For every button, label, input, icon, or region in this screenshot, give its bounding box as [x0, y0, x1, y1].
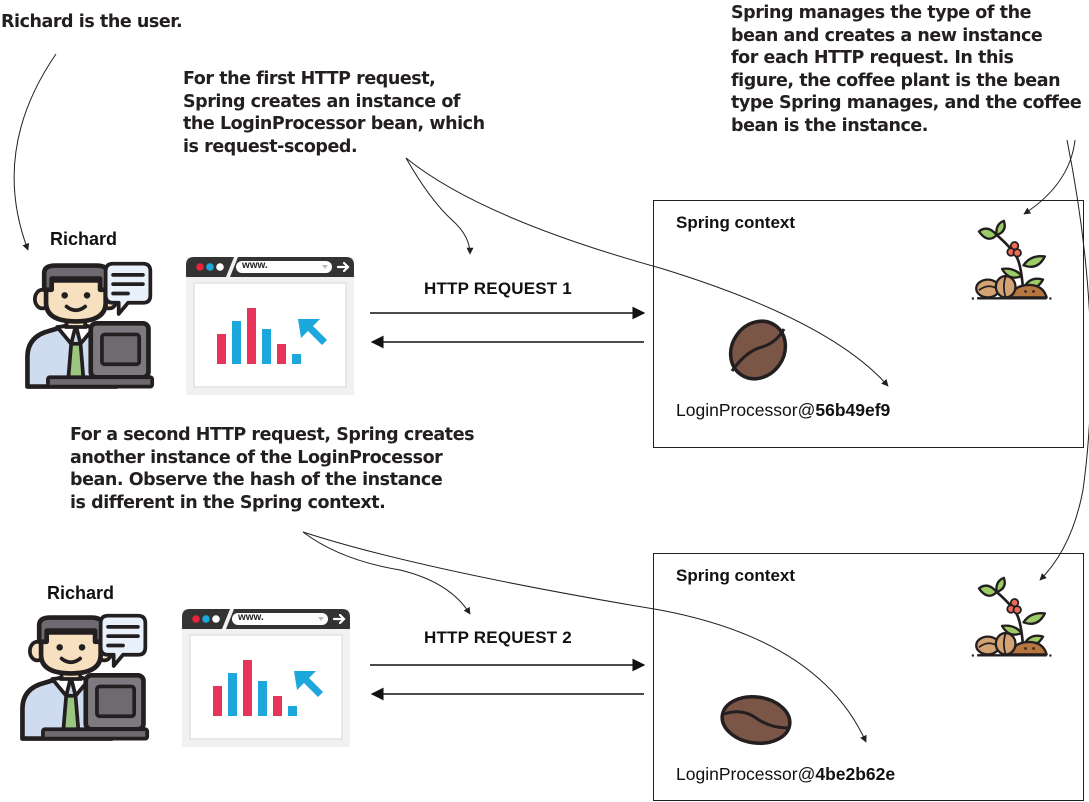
browser-url-text: www. [238, 612, 264, 623]
annotation-request1-note: For the first HTTP request, Spring creat… [183, 68, 485, 158]
coffee-plant-icon [970, 219, 1053, 301]
annotation-line: Spring creates an instance of [183, 91, 461, 112]
user-at-laptop-icon [15, 614, 150, 744]
annotation-bean-type-note: Spring manages the type of the bean and … [731, 2, 1082, 137]
coffee-bean-icon [728, 319, 788, 381]
annotation-line: is request-scoped. [183, 136, 358, 157]
browser-chart-icon [180, 607, 352, 749]
browser-window: www. [180, 607, 352, 749]
http-request-label: HTTP REQUEST 2 [424, 628, 572, 647]
user-name-label: Richard [50, 229, 118, 249]
annotation-line: bean. Observe the hash of the instance [70, 470, 443, 490]
bean-instance-label: LoginProcessor@56b49ef9 [676, 400, 890, 421]
annotation-line: bean and creates a new instance [731, 25, 1043, 46]
spring-context-box: Spring context LoginProcessor@56b49ef9 [653, 200, 1084, 448]
response-arrow [370, 335, 644, 349]
annotation-line: another instance of the LoginProcessor [70, 447, 443, 468]
callout-user-connector [13, 53, 57, 251]
annotation-line: for each HTTP request. In this [731, 48, 1014, 68]
annotation-line: the LoginProcessor bean, which [183, 114, 485, 134]
bean-instance-hash: 56b49ef9 [815, 400, 891, 420]
annotation-request2-note: For a second HTTP request, Spring create… [70, 424, 475, 514]
annotation-line: bean is the instance. [731, 115, 928, 136]
browser-window: www. [184, 255, 356, 397]
spring-context-box: Spring context LoginProcessor@4be2b62e [653, 553, 1084, 801]
browser-url-text: www. [242, 260, 268, 271]
user-at-laptop-icon [20, 262, 155, 392]
annotation-line: For a second HTTP request, Spring create… [70, 425, 475, 445]
annotation-line: is different in the Spring context. [70, 492, 386, 513]
browser-chart-icon [184, 255, 356, 397]
spring-context-title: Spring context [676, 566, 796, 585]
coffee-plant-icon [970, 576, 1053, 658]
user-name-label: Richard [47, 583, 115, 603]
annotation-line: figure, the coffee plant is the bean [731, 70, 1061, 91]
request-arrow [370, 658, 646, 672]
bean-instance-class: LoginProcessor@ [676, 764, 816, 784]
request-arrow [370, 306, 646, 320]
http-request-label: HTTP REQUEST 1 [424, 279, 572, 298]
bean-instance-class: LoginProcessor@ [676, 400, 816, 420]
coffee-bean-icon [720, 694, 792, 746]
annotation-line: Spring manages the type of the [731, 3, 1032, 23]
annotation-line: For the first HTTP request, [183, 69, 436, 89]
annotation-user-note: Richard is the user. [1, 11, 183, 34]
spring-context-title: Spring context [676, 213, 796, 232]
callout-request1-to-http-connector [405, 157, 474, 255]
response-arrow [370, 687, 644, 701]
annotation-line: type Spring manages, and the coffee [731, 93, 1082, 113]
annotation-line: Richard is the user. [1, 12, 183, 32]
bean-instance-hash: 4be2b62e [815, 764, 896, 784]
bean-instance-label: LoginProcessor@4be2b62e [676, 764, 895, 785]
callout-request2-to-http-connector [302, 531, 471, 615]
